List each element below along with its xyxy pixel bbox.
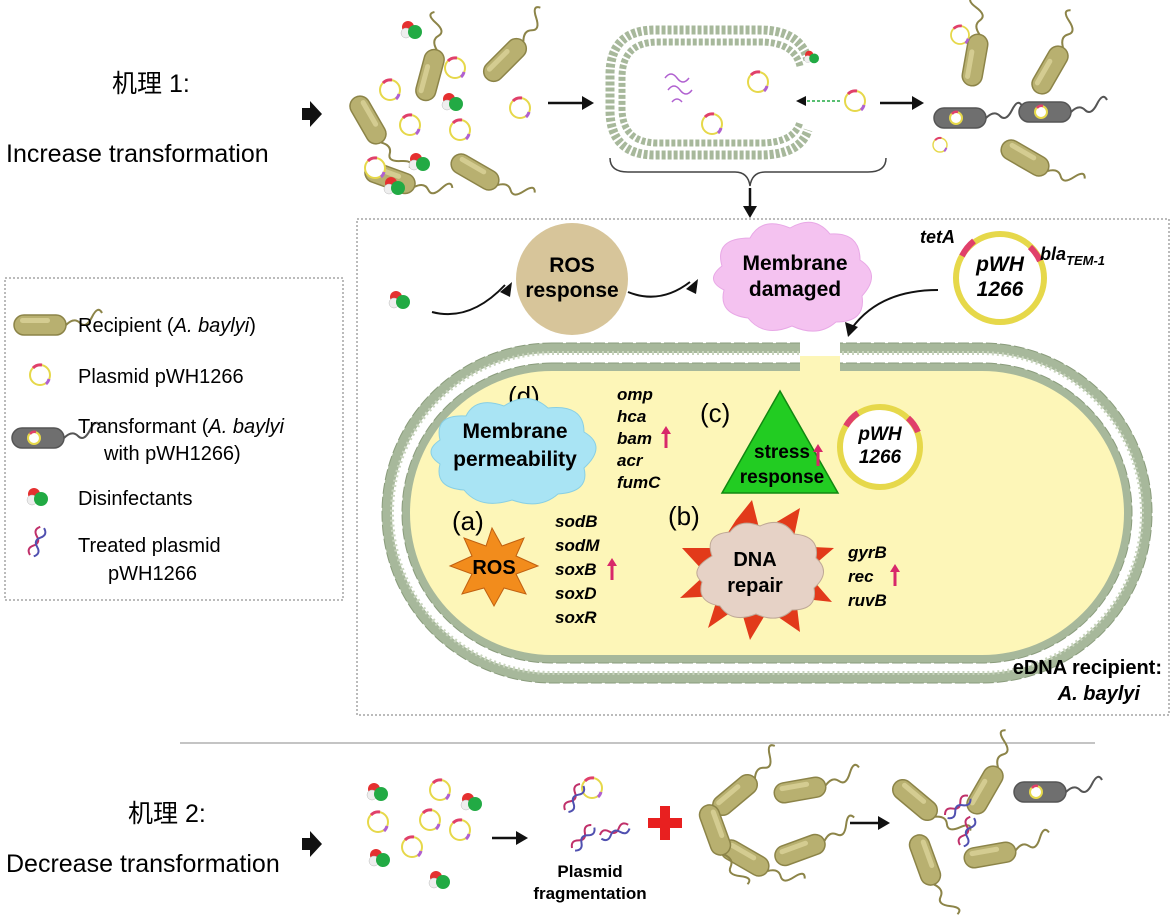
gene-soxD: soxD: [555, 584, 597, 603]
label-a: (a): [452, 506, 484, 536]
membrane-permeability-line1: Membrane: [462, 420, 567, 443]
cell-envelope: [381, 336, 1153, 684]
dna-repair-line2: repair: [727, 575, 783, 597]
gene-rec: rec: [848, 567, 874, 586]
dna-repair-cloud: [696, 521, 824, 619]
ros-response-circle: [516, 223, 628, 335]
legend-plasmid-icon: [28, 363, 52, 387]
membrane-damaged-line2: damaged: [749, 278, 841, 301]
stress-response-line1: stress: [754, 442, 810, 463]
dna-repair-line1: DNA: [733, 549, 776, 571]
gene-ruvB: ruvB: [848, 591, 887, 610]
recipient-label-1: eDNA recipient:: [1013, 657, 1162, 679]
mech2-fragments: [561, 776, 632, 854]
legend-treated-1: Treated plasmid: [78, 535, 221, 557]
mech2-subtitle: Decrease transformation: [6, 850, 280, 878]
label-b: (b): [668, 501, 700, 531]
mech2-recipients: [695, 742, 864, 899]
genes-ros: sodB sodM soxB soxD soxR: [555, 512, 600, 627]
mech1-damaged-vesicle: [605, 25, 867, 160]
gene-sodM: sodM: [555, 536, 600, 555]
mech1-transformants: [931, 0, 1109, 199]
mech1-subtitle: Increase transformation: [6, 140, 269, 168]
mech2-arrow-2: [850, 816, 890, 830]
gene-sodB: sodB: [555, 512, 598, 531]
gene-hca: hca: [617, 407, 646, 426]
inner-plasmid-line2: 1266: [859, 447, 902, 468]
arrow-to-ros-response: [431, 284, 506, 316]
ros-star: [448, 526, 540, 608]
membrane-permeability-line2: permeability: [453, 448, 577, 471]
gene-tetA: tetA: [920, 227, 955, 247]
legend-recipient: Recipient (A. baylyi): [78, 315, 256, 337]
inner-plasmid-line1: pWH: [857, 424, 903, 445]
gene-gyrB: gyrB: [847, 543, 887, 562]
legend-plasmid: Plasmid pWH1266: [78, 366, 244, 388]
mech1-start-arrow: [302, 101, 322, 127]
ros-response-line1: ROS: [549, 254, 595, 277]
brace: [609, 157, 887, 187]
mech2-start-arrow: [302, 831, 322, 857]
legend-treated-2: pWH1266: [108, 563, 197, 585]
gene-fumC: fumC: [617, 473, 661, 492]
mech1-title: 机理 1:: [112, 70, 190, 98]
ros-label: ROS: [472, 557, 515, 579]
stress-response-line2: response: [740, 467, 824, 488]
mech2-result: [887, 727, 1104, 918]
legend-transformant-1: Transformant (A. baylyi: [78, 416, 285, 438]
mech1-arrow-1: [548, 96, 594, 110]
arrow-plasmid-entry: [851, 289, 939, 329]
mech2-mixture: [366, 778, 483, 890]
up-arrow-stress: [813, 444, 823, 466]
legend-transformant-2: with pWH1266): [103, 443, 241, 465]
up-arrow-ros: [607, 558, 617, 580]
mech1-arrow-2: [880, 96, 924, 110]
mech2-arrow-1: [492, 831, 528, 845]
up-arrow-dna: [890, 564, 900, 586]
outer-plasmid-line2: 1266: [977, 278, 1024, 301]
membrane-permeability-cloud: [430, 398, 597, 505]
inner-plasmid-ring: [837, 404, 923, 490]
gene-bla: blaTEM-1: [1040, 244, 1105, 268]
up-arrow-membrane: [661, 426, 671, 448]
stress-response-triangle: [720, 389, 840, 494]
genes-membrane: omp hca bam acr fumC: [617, 385, 661, 492]
membrane-damaged-cloud: [713, 221, 872, 332]
ros-response-line2: response: [525, 279, 618, 302]
gene-acr: acr: [617, 451, 644, 470]
genes-dna: gyrB rec ruvB: [847, 543, 887, 610]
gene-soxR: soxR: [555, 608, 597, 627]
gene-soxB: soxB: [555, 560, 597, 579]
red-plus: [648, 806, 682, 840]
legend-disinfectants: Disinfectants: [78, 488, 193, 510]
mech1-mixture: [345, 4, 557, 213]
mech2-title: 机理 2:: [128, 800, 206, 828]
gene-omp: omp: [617, 385, 653, 404]
fragmentation-label-1: Plasmid: [557, 862, 622, 881]
outer-plasmid-line1: pWH: [975, 253, 1025, 276]
recipient-label-2: A. baylyi: [1057, 683, 1141, 705]
membrane-damaged-line1: Membrane: [742, 252, 847, 275]
fragmentation-label-2: fragmentation: [533, 884, 646, 903]
label-c: (c): [700, 398, 730, 428]
outer-plasmid-ring: [953, 231, 1047, 325]
gene-bam: bam: [617, 429, 652, 448]
brace-arrow: [743, 188, 757, 218]
arrow-to-membrane-damaged: [627, 281, 691, 298]
